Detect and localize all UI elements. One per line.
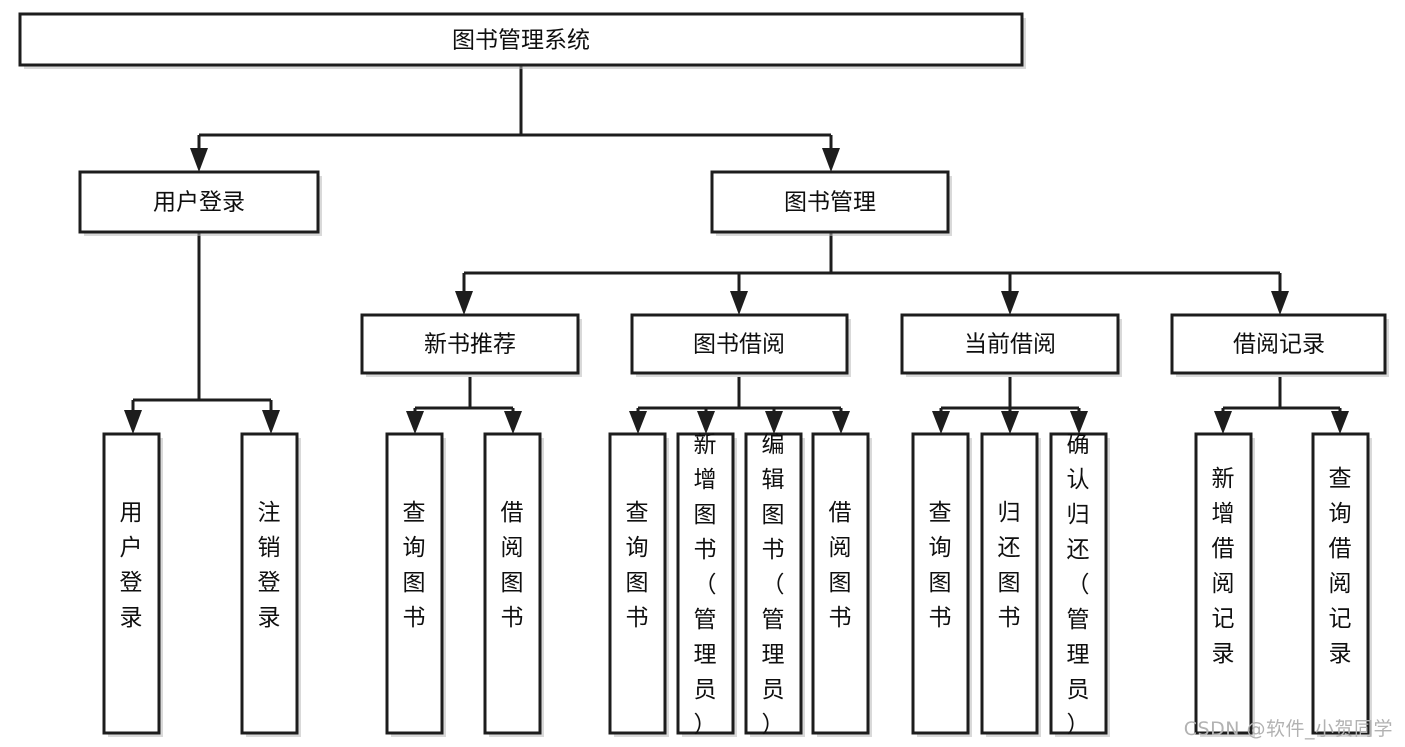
arrow-to-leaf-confirm-return (1070, 411, 1088, 434)
edge-root-to-bus (197, 65, 833, 152)
leaf-borrow-book-2-box[interactable] (811, 432, 870, 735)
leaf-user-login-box[interactable] (102, 432, 161, 735)
leaf-query-book-3[interactable]: 查询图书 (911, 432, 972, 737)
arrow-to-leaf-return-book (1001, 411, 1019, 434)
arrow-to-leaf-borrow-book-1 (504, 411, 522, 434)
leaf-query-book-1-box[interactable] (385, 432, 444, 735)
edge-currentborrow-to-bus (939, 377, 1081, 416)
node-book-borrow-label: 图书借阅 (693, 332, 785, 358)
arrow-to-borrow-record (1271, 291, 1289, 315)
leaf-query-book-2-box[interactable] (608, 432, 667, 735)
leaf-borrow-book-1-label: 借阅图书 (501, 500, 524, 631)
edge-userlogin-to-bus (131, 232, 273, 414)
leaf-query-book-1-label: 查询图书 (403, 500, 426, 631)
arrow-to-leaf-user-login (124, 410, 142, 434)
leaf-query-book-2-label: 查询图书 (626, 500, 649, 631)
arrow-to-leaf-user-logout (262, 410, 280, 434)
node-user-login[interactable]: 用户登录 (78, 170, 322, 236)
edge-bookmanage-to-bus (462, 232, 1282, 294)
leaf-user-login-label: 用户登录 (120, 500, 143, 631)
leaf-query-record-box[interactable] (1311, 432, 1370, 735)
edge-layer (124, 65, 1349, 434)
leaf-edit-book[interactable]: 编辑图书（管理员） (744, 432, 805, 738)
node-new-book-rec[interactable]: 新书推荐 (360, 313, 582, 377)
leaf-query-record-label: 查询借阅记录 (1329, 466, 1352, 667)
node-book-borrow[interactable]: 图书借阅 (630, 313, 851, 377)
node-borrow-record-box[interactable] (1170, 313, 1387, 375)
arrow-to-user-login (190, 148, 208, 172)
node-new-book-rec-label: 新书推荐 (424, 332, 516, 358)
leaf-confirm-return[interactable]: 确认归还（管理员） (1049, 432, 1110, 738)
arrow-to-current-borrow (1001, 291, 1019, 315)
leaf-query-book-1[interactable]: 查询图书 (385, 432, 446, 737)
node-root[interactable]: 图书管理系统 (18, 12, 1026, 69)
arrow-to-leaf-query-book-2 (629, 411, 647, 434)
leaf-borrow-book-1-box[interactable] (483, 432, 542, 735)
arrow-to-leaf-query-record (1331, 411, 1349, 434)
arrow-to-book-borrow (730, 291, 748, 315)
node-book-manage-box[interactable] (710, 170, 950, 234)
leaf-confirm-return-box[interactable] (1049, 432, 1108, 735)
leaf-user-logout-box[interactable] (240, 432, 299, 735)
node-borrow-record-label: 借阅记录 (1233, 332, 1325, 358)
leaf-query-book-3-label: 查询图书 (929, 500, 952, 631)
arrow-to-leaf-add-record (1214, 411, 1232, 434)
leaf-user-logout[interactable]: 注销登录 (240, 432, 301, 737)
arrow-to-book-manage (822, 148, 840, 172)
leaf-edit-book-label: 编辑图书（管理员） (762, 432, 785, 738)
edge-bookborrow-to-bus (636, 377, 843, 416)
node-root-box[interactable] (18, 12, 1024, 67)
leaf-query-book-3-box[interactable] (911, 432, 970, 735)
leaf-query-record[interactable]: 查询借阅记录 (1311, 432, 1372, 737)
node-user-login-label: 用户登录 (153, 190, 245, 216)
leaf-add-record[interactable]: 新增借阅记录 (1194, 432, 1255, 737)
leaf-borrow-book-1[interactable]: 借阅图书 (483, 432, 544, 737)
leaf-add-record-box[interactable] (1194, 432, 1253, 735)
arrow-to-leaf-borrow-book-2 (832, 411, 850, 434)
arrow-to-leaf-edit-book (765, 411, 783, 434)
leaf-return-book-label: 归还图书 (998, 500, 1021, 631)
leaf-user-logout-label: 注销登录 (258, 500, 281, 631)
arrow-to-leaf-query-book-3 (932, 411, 950, 434)
leaf-return-book[interactable]: 归还图书 (980, 432, 1041, 737)
leaf-borrow-book-2[interactable]: 借阅图书 (811, 432, 872, 737)
edge-borrowrecord-to-bus (1221, 377, 1342, 416)
node-current-borrow-box[interactable] (900, 313, 1120, 375)
node-book-manage[interactable]: 图书管理 (710, 170, 952, 236)
leaf-user-login[interactable]: 用户登录 (102, 432, 163, 737)
leaf-query-book-2[interactable]: 查询图书 (608, 432, 669, 737)
node-borrow-record[interactable]: 借阅记录 (1170, 313, 1389, 377)
node-book-borrow-box[interactable] (630, 313, 849, 375)
node-root-label: 图书管理系统 (452, 28, 590, 54)
arrow-to-leaf-add-book (697, 411, 715, 434)
leaf-confirm-return-label: 确认归还（管理员） (1067, 432, 1090, 738)
leaf-add-book[interactable]: 新增图书（管理员） (676, 432, 737, 738)
leaf-borrow-book-2-label: 借阅图书 (829, 500, 852, 631)
node-user-login-box[interactable] (78, 170, 320, 234)
arrow-to-leaf-query-book-1 (406, 411, 424, 434)
leaf-add-record-label: 新增借阅记录 (1212, 466, 1235, 667)
arrow-to-new-book-rec (455, 291, 473, 315)
node-current-borrow[interactable]: 当前借阅 (900, 313, 1122, 377)
node-new-book-rec-box[interactable] (360, 313, 580, 375)
node-book-manage-label: 图书管理 (784, 190, 876, 216)
leaf-add-book-label: 新增图书（管理员） (694, 432, 717, 738)
watermark-text: CSDN @软件_小贺同学 (1183, 718, 1393, 740)
leaf-add-book-box[interactable] (676, 432, 735, 735)
leaf-return-book-box[interactable] (980, 432, 1039, 735)
leaf-edit-book-box[interactable] (744, 432, 803, 735)
node-current-borrow-label: 当前借阅 (964, 332, 1056, 358)
edge-newbook-to-bus (413, 377, 515, 416)
